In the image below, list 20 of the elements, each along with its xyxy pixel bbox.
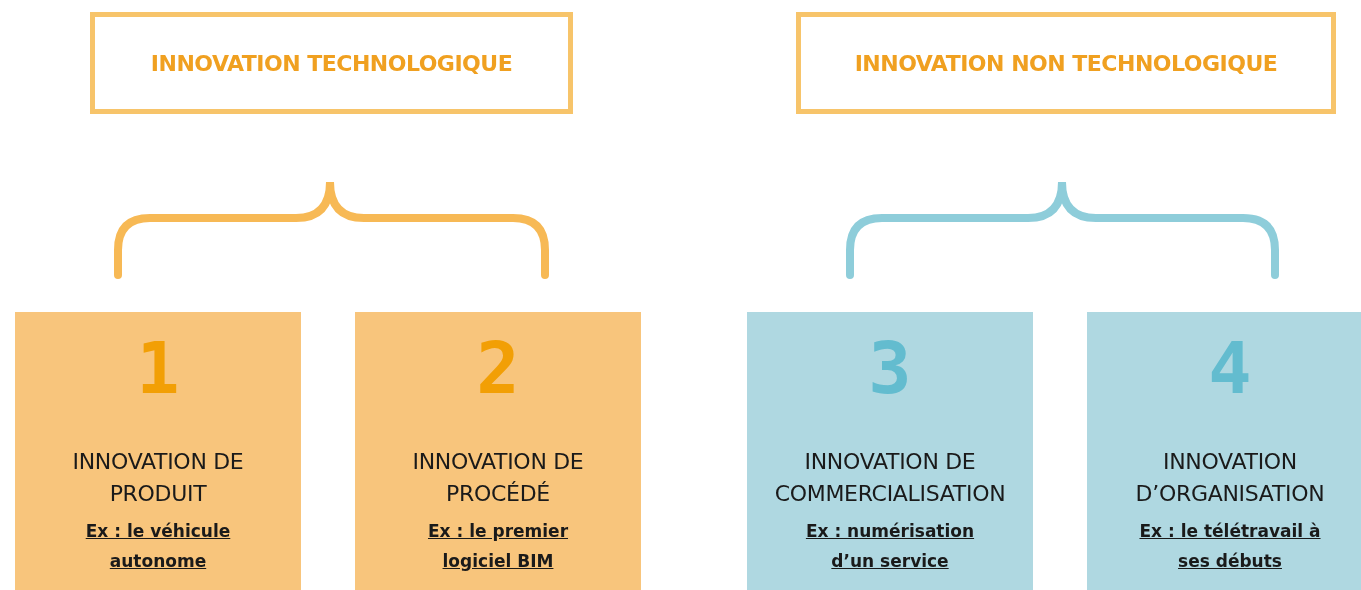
card-title: INNOVATION DE PRODUIT — [71, 448, 245, 508]
heading-text: INNOVATION NON TECHNOLOGIQUE — [854, 50, 1278, 76]
example-text: Ex : le premier logiciel BIM — [427, 520, 569, 573]
card-title: INNOVATION DE PROCÉDÉ — [411, 448, 585, 508]
card-number: 1 — [136, 336, 180, 400]
category-card — [15, 312, 301, 590]
card-title: INNOVATION DE COMMERCIALISATION — [773, 448, 1007, 508]
card-number: 3 — [868, 336, 912, 400]
card-number: 2 — [476, 336, 520, 400]
category-card — [1087, 312, 1361, 590]
example-text: Ex : le véhicule autonome — [84, 520, 232, 573]
heading-box — [90, 12, 573, 114]
category-card — [355, 312, 641, 590]
card-title: INNOVATION D’ORGANISATION — [1134, 448, 1326, 508]
example-text: Ex : le télétravail à ses débuts — [1138, 520, 1322, 573]
card-number: 4 — [1208, 336, 1252, 400]
category-card — [747, 312, 1033, 590]
heading-text: INNOVATION TECHNOLOGIQUE — [150, 50, 513, 76]
example-text: Ex : numérisation d’un service — [804, 520, 976, 573]
heading-box — [796, 12, 1336, 114]
